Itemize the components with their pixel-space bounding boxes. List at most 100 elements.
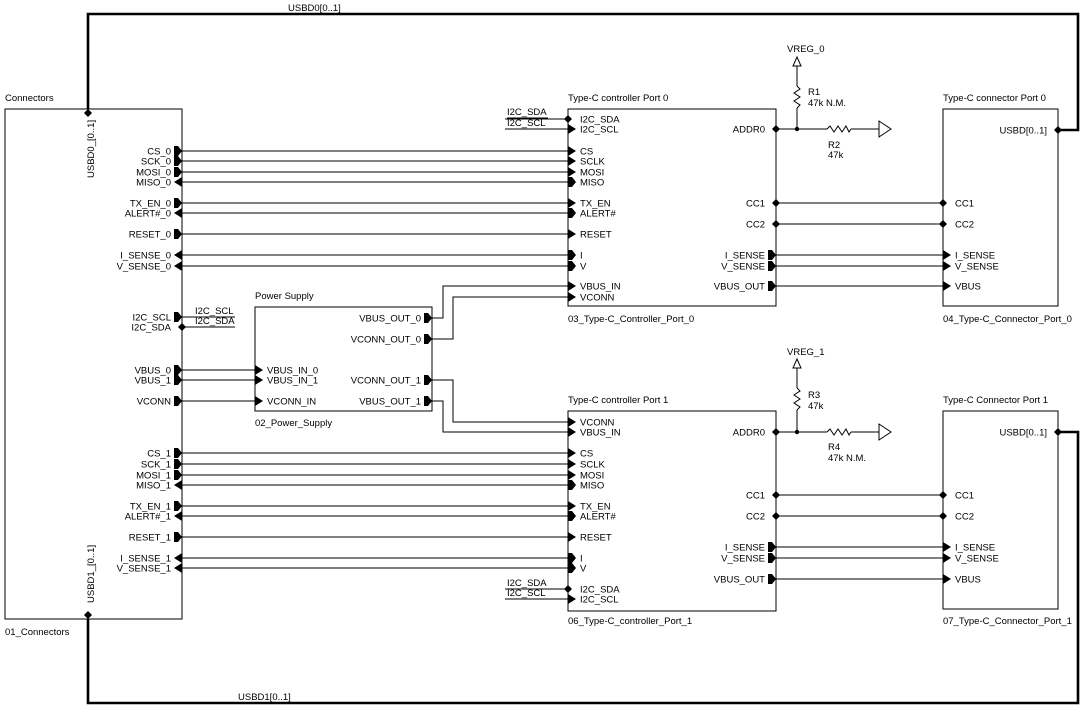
controller-port0-sheet[interactable] (567, 108, 777, 307)
controller-port0-pin[interactable]: I2C_SDA (564, 115, 620, 126)
controller-port1-pin[interactable]: VBUS_OUT (714, 574, 776, 586)
connectors-pin[interactable]: SCK_1 (141, 459, 182, 471)
connectors-pin[interactable]: CS_0 (147, 146, 182, 158)
connectors-pin[interactable]: TX_EN_1 (130, 501, 182, 513)
power-supply-pin[interactable]: VBUS_OUT_0 (359, 313, 432, 325)
connector-port0-pin[interactable]: V_SENSE (943, 261, 999, 273)
resistor-r3[interactable] (793, 387, 801, 411)
connectors-pin[interactable]: RESET_0 (129, 229, 182, 241)
connectors-pin[interactable]: I2C_SDA (131, 323, 186, 334)
connectors-pin[interactable]: V_SENSE_0 (117, 261, 182, 273)
connectors-pin[interactable]: TX_EN_0 (130, 198, 182, 210)
controller-port1-pin[interactable]: I2C_SCL (568, 594, 619, 606)
controller-port1-pin[interactable]: ALERT# (568, 511, 616, 523)
connectors-pin[interactable]: VBUS_1 (135, 375, 182, 387)
controller-port1-pin[interactable]: MOSI (568, 470, 604, 482)
resistor-r4[interactable] (826, 428, 852, 436)
connector-port1-pin[interactable]: CC1 (939, 491, 974, 502)
controller-port0-pin[interactable]: RESET (568, 229, 612, 241)
controller-port0-pin[interactable]: V (568, 261, 587, 273)
connectors-pin[interactable]: MOSI_0 (136, 167, 182, 179)
controller-port1-pin[interactable]: RESET (568, 532, 612, 544)
connectors-pin[interactable]: I_SENSE_0 (120, 250, 182, 262)
controller-port1-pin[interactable]: MISO (568, 480, 604, 492)
controller-port0-pin[interactable]: VCONN (568, 292, 614, 304)
power-supply-sheet[interactable] (254, 306, 433, 412)
resistor-r1[interactable] (793, 85, 801, 109)
connector-port1-pin[interactable]: V_SENSE (943, 553, 999, 565)
controller-port0-pin[interactable]: VBUS_IN (568, 281, 621, 293)
connectors-pin[interactable]: VCONN (137, 396, 182, 408)
connectors-pin[interactable]: I2C_SCL (132, 312, 182, 324)
controller-port0-pin[interactable]: ALERT# (568, 208, 616, 220)
power-supply-pin[interactable]: VBUS_IN_1 (255, 375, 318, 387)
connectors-pin[interactable]: RESET_1 (129, 532, 182, 544)
pin-marker-icon (568, 124, 576, 134)
controller-port0-pin[interactable]: CS (568, 146, 593, 158)
controller-port0-pin[interactable]: CC1 (746, 199, 780, 210)
pin-marker-icon (174, 177, 182, 187)
pin-marker-icon (568, 594, 576, 604)
controller-port0-pin[interactable]: I2C_SCL (568, 124, 619, 136)
connector-port1-pin[interactable]: CC2 (939, 512, 974, 523)
controller-port1-pin[interactable]: SCLK (568, 459, 605, 471)
controller-port0-pin-label: I2C_SDA (580, 115, 620, 126)
connector-port1-sheet[interactable] (942, 410, 1059, 610)
controller-port0-pin[interactable]: VBUS_OUT (714, 281, 776, 293)
controller-port0-pin[interactable]: MISO (568, 177, 604, 189)
controller-port0-pin[interactable]: TX_EN (568, 198, 611, 210)
connectors-pin[interactable]: V_SENSE_1 (117, 563, 182, 575)
connectors-pin[interactable]: SCK_0 (141, 156, 182, 168)
connectors-pin[interactable]: MISO_1 (136, 480, 182, 492)
connectors-pin[interactable]: MISO_0 (136, 177, 182, 189)
controller-port1-pin[interactable]: ADDR0 (733, 428, 780, 439)
controller-port0-pin[interactable]: SCLK (568, 156, 605, 168)
power-supply-pin[interactable]: VCONN_OUT_0 (351, 334, 432, 346)
controller-port0-pin[interactable]: V_SENSE (721, 261, 776, 273)
controller-port1-pin[interactable]: I (568, 553, 583, 565)
resistor-r2[interactable] (826, 125, 852, 133)
connector-port0-pin[interactable]: CC1 (939, 199, 974, 210)
controller-port1-pin[interactable]: CC1 (746, 491, 780, 502)
connectors-usbd0-pin-label: USBD0_[0..1] (86, 120, 97, 178)
connector-port0-sheet[interactable] (942, 108, 1059, 307)
connector-port1-pin[interactable]: VBUS (943, 574, 981, 586)
controller-port0-pin[interactable]: CC2 (746, 220, 780, 231)
connectors-pin[interactable]: MOSI_1 (136, 470, 182, 482)
controller-port1-pin[interactable]: VBUS_IN (568, 427, 621, 439)
controller-port1-pin[interactable]: I_SENSE (725, 542, 776, 554)
pin-marker-icon (939, 220, 947, 228)
controller-port1-pin[interactable]: CC2 (746, 512, 780, 523)
controller-port1-pin[interactable]: CS (568, 448, 593, 460)
controller-port1-pin-label: VBUS_IN (580, 428, 621, 439)
controller-port1-pin[interactable]: TX_EN (568, 501, 611, 513)
connectors-pin[interactable]: ALERT#_1 (125, 511, 182, 523)
connector-port0-pin[interactable]: VBUS (943, 281, 981, 293)
power-supply-pin[interactable]: VBUS_OUT_1 (359, 396, 432, 408)
connectors-pin[interactable]: CS_1 (147, 448, 182, 460)
connector-port0-pin[interactable]: USBD[0..1] (999, 126, 1062, 137)
power-supply-pin-label: VCONN_OUT_1 (351, 376, 421, 387)
power-supply-pin[interactable]: VCONN_OUT_1 (351, 375, 432, 387)
power-supply-pin-label: VCONN_OUT_0 (351, 335, 421, 346)
controller-port0-pin[interactable]: I_SENSE (725, 250, 776, 262)
controller-port1-pin[interactable]: I2C_SDA (564, 585, 620, 596)
connectors-pin[interactable]: I_SENSE_1 (120, 553, 182, 565)
connector-port1-pin[interactable]: USBD[0..1] (999, 428, 1062, 439)
connector-port0-pin[interactable]: CC2 (939, 220, 974, 231)
controller-port1-pin[interactable]: V (568, 563, 587, 575)
power-supply-pin[interactable]: VCONN_IN (255, 396, 316, 408)
connectors-sheet[interactable] (4, 108, 183, 620)
controller-port0-pin[interactable]: ADDR0 (733, 125, 780, 136)
connectors-pin[interactable]: VBUS_0 (135, 365, 182, 377)
controller-port0-pin[interactable]: I (568, 250, 583, 262)
power-supply-pin[interactable]: VBUS_IN_0 (255, 365, 318, 377)
connector-port1-pin[interactable]: I_SENSE (943, 542, 995, 554)
controller-port1-pin[interactable]: VCONN (568, 417, 614, 429)
controller-port1-pin[interactable]: V_SENSE (721, 553, 776, 565)
controller-port1-sheet[interactable] (567, 410, 777, 612)
controller-port0-pin[interactable]: MOSI (568, 167, 604, 179)
pin-marker-icon (174, 396, 182, 406)
connector-port0-pin[interactable]: I_SENSE (943, 250, 995, 262)
connectors-pin[interactable]: ALERT#_0 (125, 208, 182, 220)
